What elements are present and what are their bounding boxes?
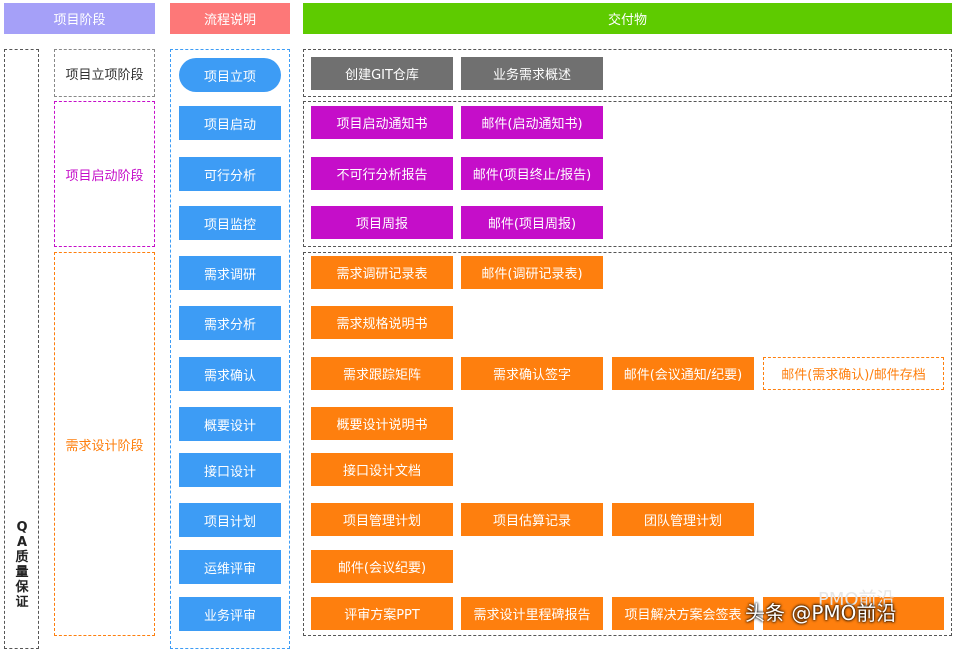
phase-box-initiation	[54, 49, 155, 97]
deliverable-interface-doc: 接口设计文档	[311, 453, 453, 486]
deliverable-milestone-report: 需求设计里程碑报告	[461, 597, 603, 630]
phase-box-kickoff	[54, 101, 155, 247]
deliverables-header: 交付物	[303, 3, 952, 34]
deliverable-kickoff-email: 邮件(启动通知书)	[461, 106, 603, 139]
step-requirement-analysis: 需求分析	[179, 306, 281, 340]
deliverable-meeting-email: 邮件(会议通知/纪要)	[612, 357, 754, 390]
step-monitoring: 项目监控	[179, 206, 281, 240]
deliverable-management-plan: 项目管理计划	[311, 503, 453, 536]
deliverable-team-plan: 团队管理计划	[612, 503, 754, 536]
step-interface-design: 接口设计	[179, 453, 281, 487]
phase-box-design	[54, 252, 155, 636]
deliverable-kickoff-notice: 项目启动通知书	[311, 106, 453, 139]
step-feasibility: 可行分析	[179, 157, 281, 191]
deliverable-review-ppt: 评审方案PPT	[311, 597, 453, 630]
phase-label-design: 需求设计阶段	[65, 438, 144, 454]
deliverable-group-design	[303, 252, 952, 636]
deliverable-confirmation-signature: 需求确认签字	[461, 357, 603, 390]
deliverable-extra-block	[763, 597, 944, 630]
deliverable-termination-email: 邮件(项目终止/报告)	[461, 157, 603, 190]
step-business-review: 业务评审	[179, 597, 281, 631]
deliverable-group-kickoff	[303, 101, 952, 247]
process-header: 流程说明	[170, 3, 290, 34]
phase-label-initiation: 项目立项阶段	[65, 67, 144, 83]
step-project-initiation: 项目立项	[179, 58, 281, 92]
deliverable-business-overview: 业务需求概述	[461, 57, 603, 90]
step-high-level-design: 概要设计	[179, 407, 281, 441]
deliverable-git-repo: 创建GIT仓库	[311, 57, 453, 90]
watermark-logo: 头条 @PMO前沿	[745, 601, 897, 625]
step-requirement-research: 需求调研	[179, 256, 281, 290]
stage-header: 项目阶段	[4, 3, 155, 34]
deliverable-confirmation-email-archive: 邮件(需求确认)/邮件存档	[763, 357, 944, 390]
deliverable-infeasibility-report: 不可行分析报告	[311, 157, 453, 190]
deliverable-weekly-email: 邮件(项目周报)	[461, 206, 603, 239]
watermark-secondary: PMO前沿	[818, 589, 895, 610]
deliverable-meeting-minutes-email: 邮件(会议纪要)	[311, 550, 453, 583]
deliverable-hld-spec: 概要设计说明书	[311, 407, 453, 440]
deliverable-research-record: 需求调研记录表	[311, 256, 453, 289]
step-ops-review: 运维评审	[179, 550, 281, 584]
qa-label: QA质量保证	[15, 520, 29, 610]
deliverable-research-email: 邮件(调研记录表)	[461, 256, 603, 289]
deliverable-solution-signoff: 项目解决方案会签表	[612, 597, 754, 630]
deliverable-requirement-spec: 需求规格说明书	[311, 306, 453, 339]
step-project-kickoff: 项目启动	[179, 106, 281, 140]
step-project-plan: 项目计划	[179, 503, 281, 537]
deliverable-group-initiation	[303, 49, 952, 97]
deliverable-weekly-report: 项目周报	[311, 206, 453, 239]
phase-label-kickoff: 项目启动阶段	[65, 168, 144, 184]
step-requirement-confirm: 需求确认	[179, 357, 281, 391]
deliverable-estimate-record: 项目估算记录	[461, 503, 603, 536]
deliverable-traceability-matrix: 需求跟踪矩阵	[311, 357, 453, 390]
